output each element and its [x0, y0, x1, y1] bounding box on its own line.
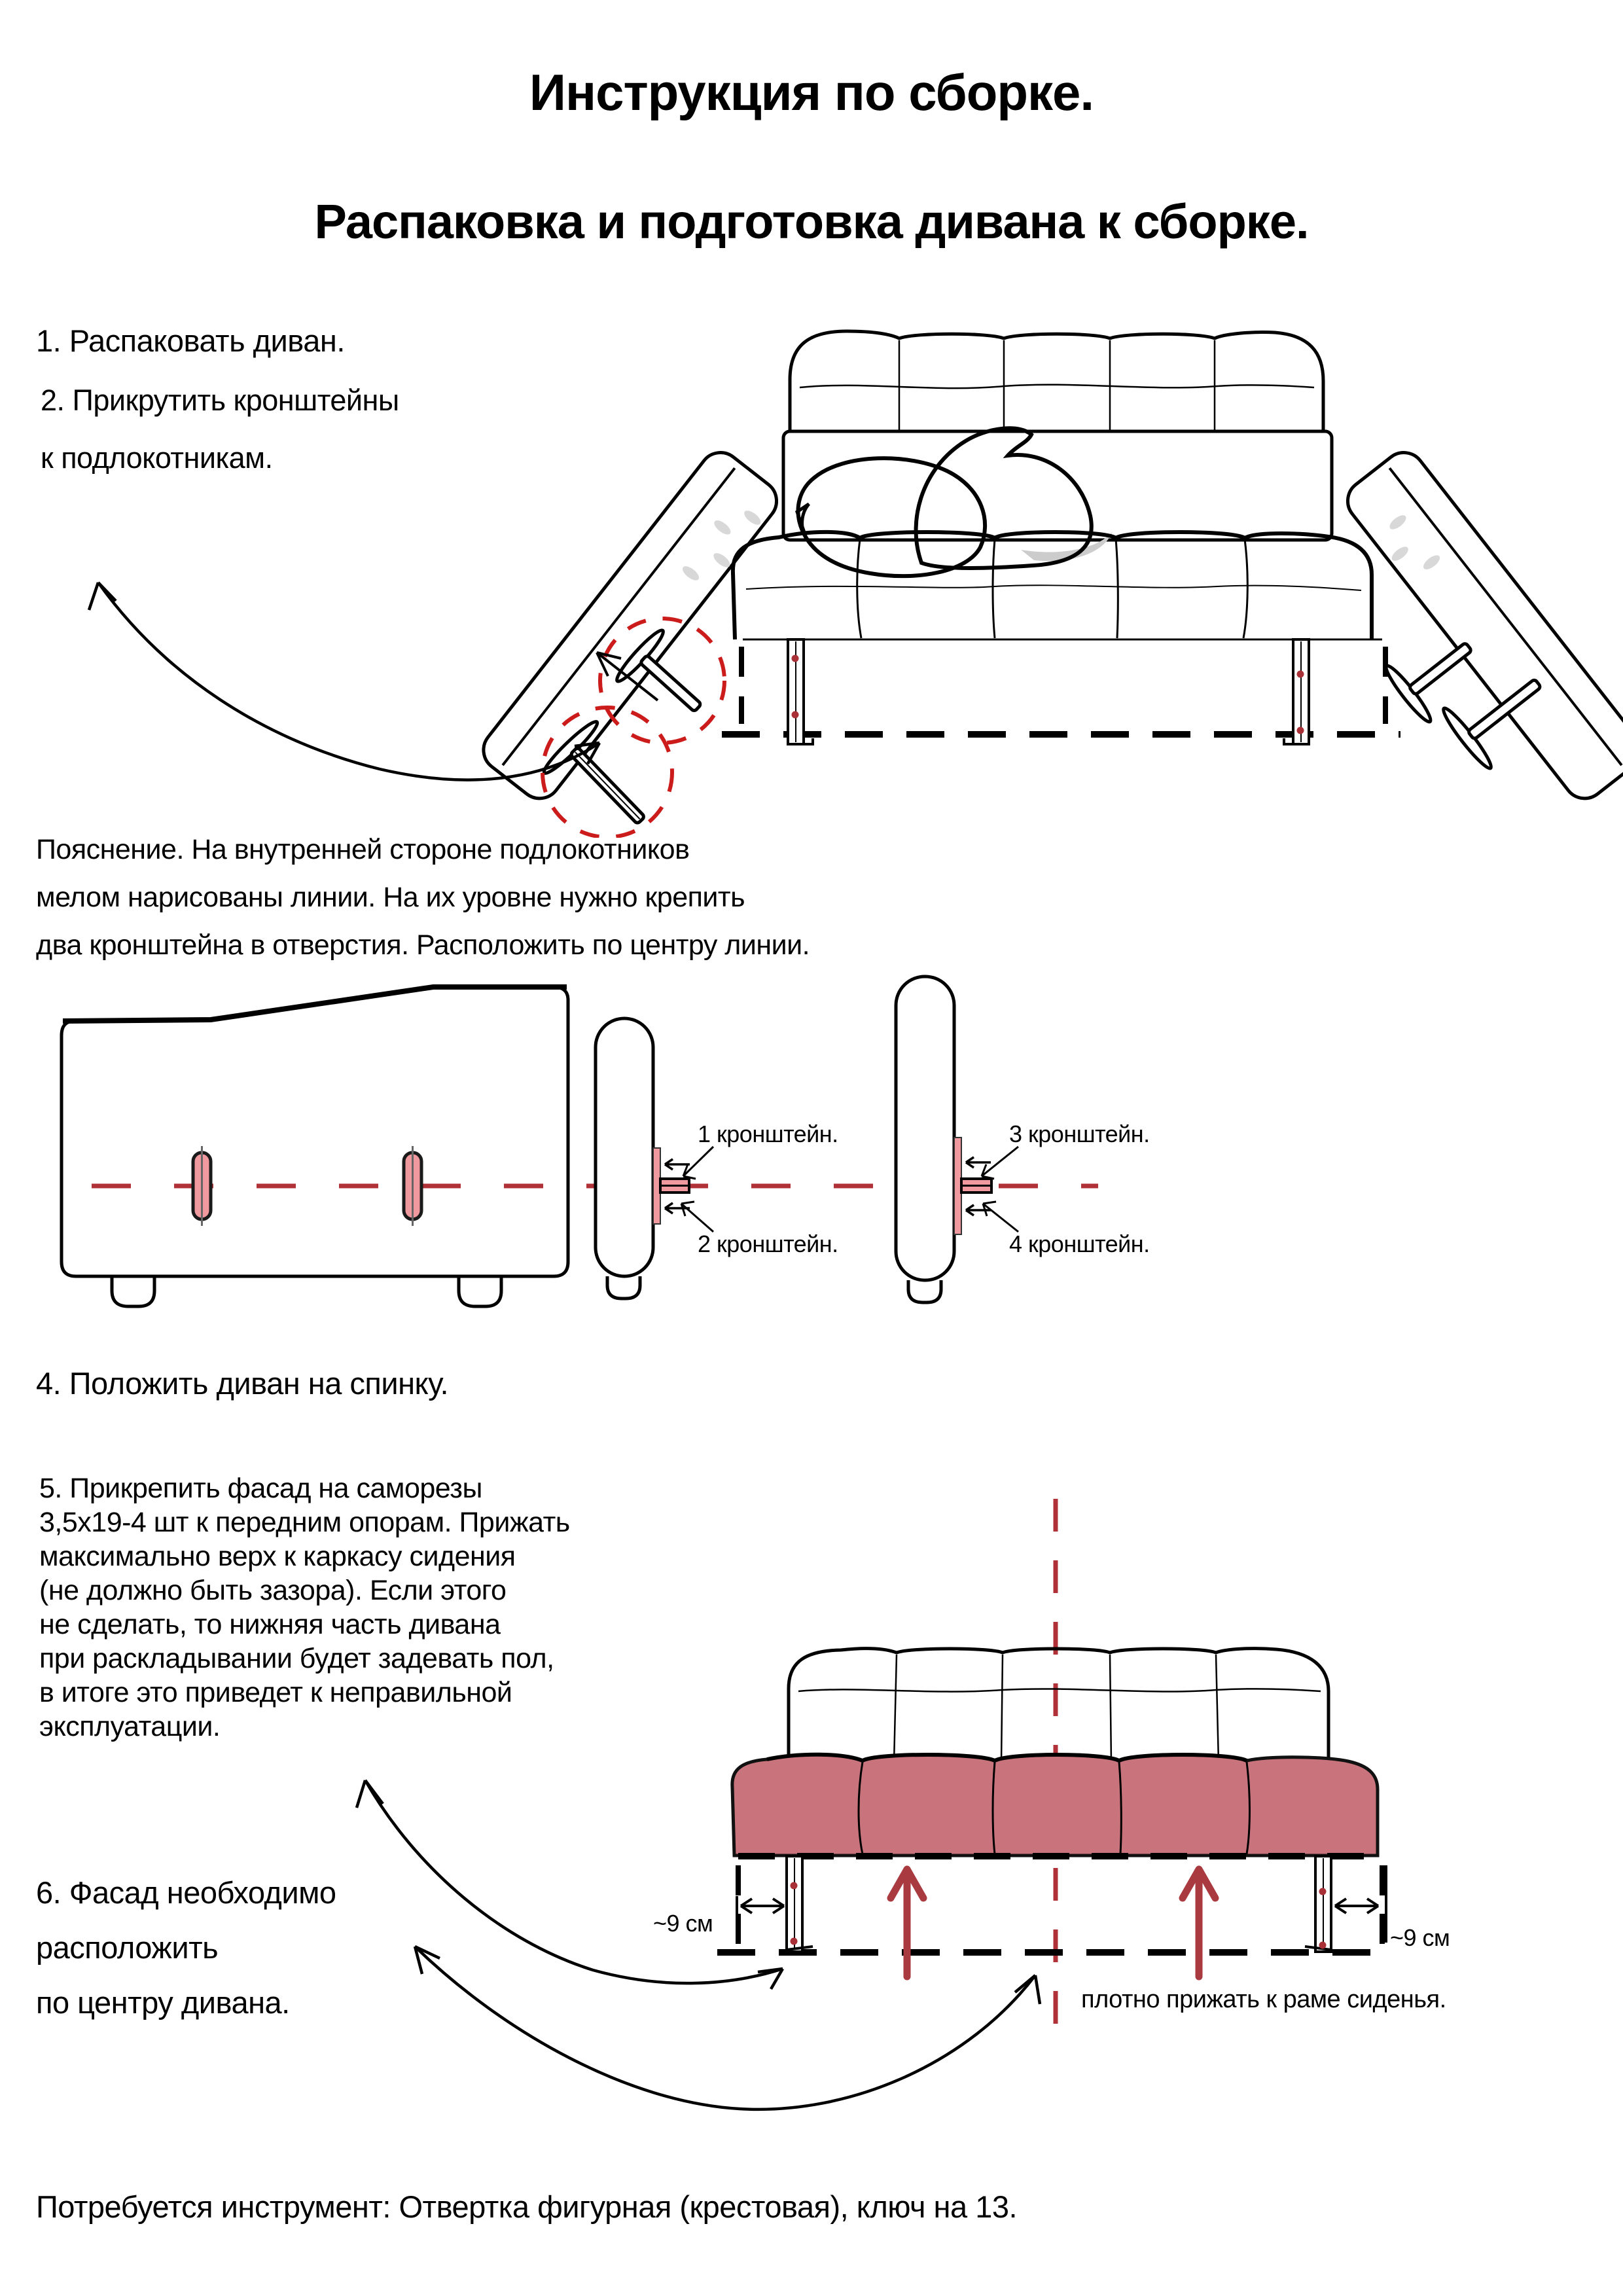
page-title: Инструкция по сборке.	[529, 63, 1094, 121]
small-left-arrow	[965, 1156, 991, 1169]
small-left-arrow	[965, 1204, 991, 1217]
bracket-3-label: 3 кронштейн.	[1009, 1121, 1150, 1147]
highlighted-brackets	[541, 617, 726, 838]
bracket-label-arrows	[680, 1145, 1019, 1233]
facade-curved-arrow-upper	[355, 1779, 784, 1990]
pillow-shadow	[1021, 531, 1113, 562]
note-line-2: мелом нарисованы линии. На их уровне нуж…	[36, 882, 745, 913]
tools-text: Потребуется инструмент: Отвертка фигурна…	[36, 2189, 1018, 2224]
step-5-line: не сделать, то нижняя часть дивана	[39, 1609, 501, 1640]
step-6-text: 6. Фасад необходимо расположить по центр…	[36, 1865, 336, 2030]
armrest-foot	[457, 1276, 503, 1308]
step-5-line: при раскладывании будет задевать пол,	[39, 1643, 554, 1674]
armrest-side-view-2	[894, 975, 993, 1304]
dimension-arrow-right	[1334, 1865, 1387, 1943]
step-2-line-1: 2. Прикрутить кронштейны	[41, 384, 399, 417]
sofa-base-frame	[722, 638, 1400, 745]
step-5-line: (не должно быть зазора). Если этого	[39, 1575, 507, 1606]
bracket-stem	[960, 1177, 993, 1194]
chalk-mark	[682, 566, 700, 581]
note-text: Пояснение. На внутренней стороне подлоко…	[36, 826, 810, 969]
front-leg-left	[785, 1855, 813, 1953]
dimension-right-label: ~9 см	[1390, 1924, 1450, 1951]
step-6-line-3: по центру дивана.	[36, 1985, 290, 2020]
sofa-unpack-drawing	[87, 329, 1623, 838]
t-bracket	[1384, 642, 1472, 724]
t-bracket	[1442, 678, 1542, 770]
dimension-left-label: ~9 см	[653, 1910, 713, 1937]
bracket-4-label: 4 кронштейн.	[1009, 1230, 1150, 1257]
front-leg-right	[1304, 1855, 1332, 1953]
press-up-arrows	[887, 1865, 1219, 1981]
step-6-line-2: расположить	[36, 1930, 219, 1965]
sofa-back-frame	[781, 429, 1334, 542]
front-leg-left	[787, 638, 814, 745]
sofa-backrest	[788, 329, 1325, 442]
facade-panel	[730, 1752, 1380, 1857]
armrest-bracket-diagram	[60, 975, 1098, 1308]
highlight-circle	[541, 706, 674, 838]
highlight-circle	[598, 617, 726, 745]
page-subtitle: Распаковка и подготовка дивана к сборке.	[314, 194, 1309, 249]
mount-slot	[191, 1146, 213, 1226]
small-left-arrow	[664, 1158, 690, 1171]
facade-alignment-drawing	[355, 1499, 1387, 2111]
armrest-inner-face	[60, 984, 570, 1308]
step-5-line: 5. Прикрепить фасад на саморезы	[39, 1473, 482, 1504]
step-6-line-1: 6. Фасад необходимо	[36, 1875, 336, 1910]
sofa-seat	[730, 529, 1374, 640]
step2-curved-arrow	[87, 581, 601, 781]
base-frame-dashed	[717, 1853, 1386, 1956]
step-5-line: 3,5х19-4 шт к передним опорам. Прижать	[39, 1507, 570, 1538]
armrest-side-view-1	[594, 1016, 690, 1300]
step-5-text: 5. Прикрепить фасад на саморезы 3,5х19-4…	[39, 1471, 570, 1744]
note-line-1: Пояснение. На внутренней стороне подлоко…	[36, 834, 690, 865]
bracket-2-label: 2 кронштейн.	[698, 1230, 838, 1257]
step-1-text: 1. Распаковать диван.	[36, 323, 345, 358]
step-2-line-2: к подлокотникам.	[41, 441, 273, 475]
bracket-to-armrest-arrow	[596, 651, 659, 702]
sofa-backrest-front	[787, 1647, 1330, 1764]
armrest-foot	[110, 1276, 156, 1308]
facade-curved-arrow-lower	[413, 1945, 1042, 2111]
bracket-stem	[659, 1177, 690, 1194]
press-note-label: плотно прижать к раме сиденья.	[1081, 1986, 1446, 2013]
step-5-line: эксплуатации.	[39, 1711, 221, 1742]
t-bracket	[542, 720, 645, 825]
step-2-text: 2. Прикрутить кронштейны к подлокотникам…	[41, 372, 399, 487]
bracket-1-label: 1 кронштейн.	[698, 1121, 838, 1147]
step-5-line: максимально верх к каркасу сидения	[39, 1541, 516, 1572]
step-4-text: 4. Положить диван на спинку.	[36, 1366, 449, 1401]
front-leg-right	[1283, 638, 1310, 745]
t-bracket	[615, 628, 702, 713]
dimension-arrow-left	[736, 1896, 785, 1942]
note-line-3: два кронштейна в отверстия. Расположить …	[36, 929, 810, 961]
step-5-line: в итоге это приведет к неправильной	[39, 1677, 512, 1708]
mount-slot	[402, 1146, 423, 1226]
